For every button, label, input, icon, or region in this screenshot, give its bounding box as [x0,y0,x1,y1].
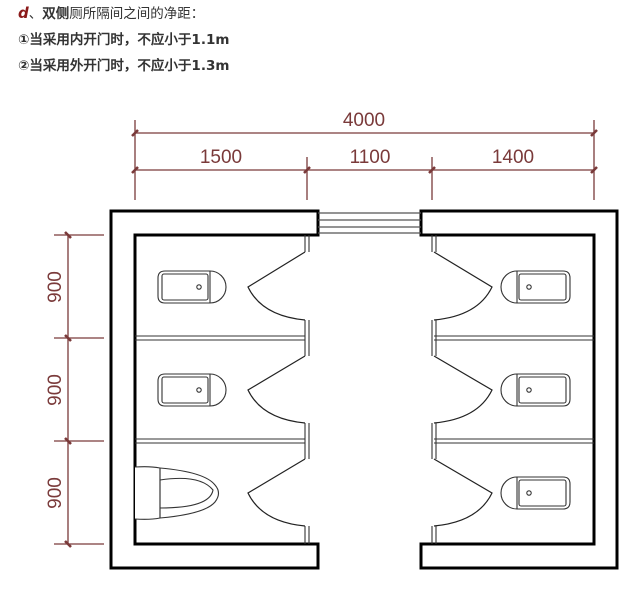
dim-tick [64,231,72,239]
squat-toilet-icon [500,373,571,407]
left-fixtures [134,270,227,520]
heading-letter: d [18,4,29,22]
dim-label-stall-2: 900 [45,374,66,406]
left-doors [247,251,306,527]
walls [109,209,619,570]
squat-toilet-icon [500,476,571,510]
heading-text: 厕所隔间之间的净距： [69,6,205,22]
dim-tick [64,540,72,548]
section-heading: d、双侧厕所隔间之间的净距： [18,2,204,22]
door-swing [433,355,493,424]
side-dimensions [54,231,104,548]
dim-label-stall-3: 900 [45,477,66,509]
dim-label-stall-1: 900 [45,271,66,303]
dim-tick [428,166,436,174]
door-swing [433,251,493,321]
western-toilet-icon [134,466,220,520]
heading-separator: 、 [28,6,43,22]
dim-tick [131,166,139,174]
entrance-opening [318,212,421,234]
rule-inward-door: ①当采用内开门时，不应小于1.1m [18,32,230,48]
right-partitions [431,235,594,544]
door-swing [247,251,306,321]
dim-tick [131,129,139,137]
dim-label-left-depth: 1500 [200,147,242,168]
door-swing [247,355,306,424]
dim-tick [590,129,598,137]
dim-tick [64,334,72,342]
rule-outward-door: ②当采用外开门时，不应小于1.3m [18,58,230,74]
dim-label-aisle: 1100 [350,147,391,168]
right-doors [433,251,493,527]
heading-bold: 双侧 [42,6,70,22]
door-swing [247,458,306,527]
squat-toilet-icon [500,270,571,304]
left-partitions [135,235,310,544]
dim-tick [64,437,72,445]
top-dimensions [131,120,598,200]
dim-label-right-depth: 1400 [492,147,534,168]
dim-tick [303,166,311,174]
door-swing [433,458,493,527]
dim-tick [590,166,598,174]
squat-toilet-icon [157,270,227,304]
right-wall [419,209,619,570]
dim-label-total: 4000 [343,110,385,131]
squat-toilet-icon [157,373,227,407]
right-fixtures [500,270,571,510]
left-wall [109,209,320,570]
